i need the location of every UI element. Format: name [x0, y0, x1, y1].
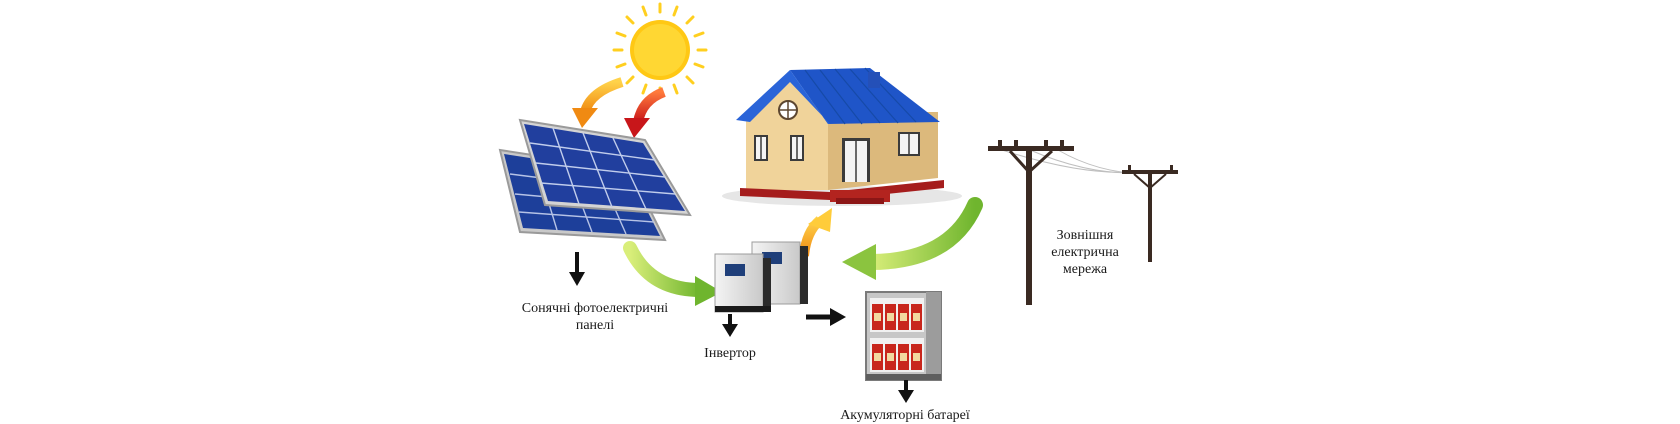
label-inverter: Інвертор	[704, 346, 756, 361]
house-icon	[722, 67, 962, 206]
flow-arrow-inverter-to-batteries	[806, 308, 846, 326]
label-solar-panels-line2: панелі	[575, 318, 615, 333]
battery-cabinet-icon	[865, 291, 942, 381]
label-solar-panels-line1: Сонячні фотоелектричні	[521, 301, 669, 316]
sunlight-arrow-orange	[572, 77, 624, 128]
sunlight-arrow-red	[624, 87, 666, 138]
label-batteries: Акумуляторні батареї	[840, 408, 970, 423]
label-external-grid-line1: Зовнішня	[1056, 228, 1114, 243]
label-solar-panels: Сонячні фотоелектричні панелі	[505, 300, 685, 334]
flow-arrow-inverter-to-house	[799, 208, 832, 257]
label-external-grid-line2: електрична	[1051, 245, 1119, 260]
batteries-down-arrow	[898, 380, 914, 403]
power-pole-icon	[988, 140, 1178, 305]
flow-arrow-grid-to-inverter	[842, 197, 983, 280]
sun-icon	[612, 2, 708, 98]
solar-panel-icon	[498, 118, 692, 242]
label-external-grid-line3: мережа	[1062, 262, 1108, 277]
panels-down-arrow	[569, 252, 585, 286]
inverter-icon	[714, 241, 808, 313]
inverter-down-arrow	[722, 314, 738, 337]
flow-arrow-panels-to-inverter	[623, 241, 722, 306]
label-external-grid: Зовнішня електрична мережа	[1030, 227, 1140, 278]
